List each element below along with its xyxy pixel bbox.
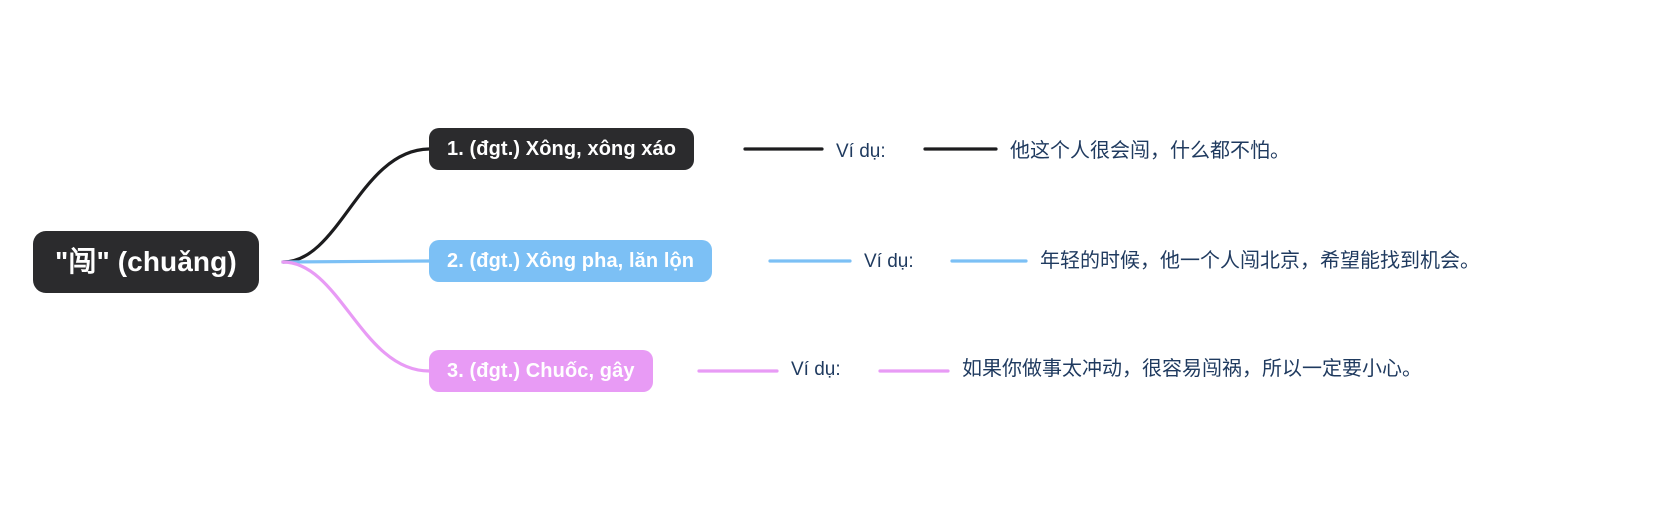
example-text-2: 年轻的时候，他一个人闯北京，希望能找到机会。 xyxy=(1040,248,1480,272)
connector-root-to-branch-2 xyxy=(281,259,431,264)
connector-root-to-branch-3 xyxy=(281,260,431,373)
example-text-1: 他这个人很会闯，什么都不怕。 xyxy=(1010,138,1290,162)
branch-node-1[interactable]: 1. (đgt.) Xông, xông xáo xyxy=(429,128,695,170)
root-node-label: "闯" (chuǎng) xyxy=(55,246,237,277)
example-label-2: Ví dụ: xyxy=(864,251,914,272)
branch-node-1-label: 1. (đgt.) Xông, xông xáo xyxy=(447,138,677,160)
example-label-1: Ví dụ: xyxy=(836,141,886,162)
example-text-3: 如果你做事太冲动，很容易闯祸，所以一定要小心。 xyxy=(962,356,1422,380)
connector-root-to-branch-1 xyxy=(281,147,431,264)
branch-node-2-label: 2. (đgt.) Xông pha, lăn lộn xyxy=(447,250,695,272)
branch-node-3-label: 3. (đgt.) Chuốc, gây xyxy=(447,360,635,382)
root-node[interactable]: "闯" (chuǎng) xyxy=(33,231,259,293)
branch-node-3[interactable]: 3. (đgt.) Chuốc, gây xyxy=(429,350,653,392)
branch-node-2[interactable]: 2. (đgt.) Xông pha, lăn lộn xyxy=(429,240,713,282)
example-label-3: Ví dụ: xyxy=(791,359,841,380)
